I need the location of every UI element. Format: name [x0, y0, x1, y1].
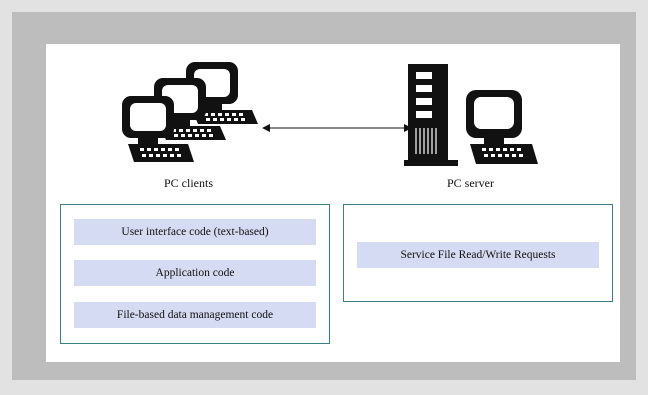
pc-server-label: PC server [447, 176, 494, 190]
bidirectional-arrow-icon [262, 124, 412, 132]
pc-server-icon [404, 64, 538, 166]
service-file-requests-box: Service File Read/Write Requests [357, 242, 599, 268]
application-code-box: Application code [74, 260, 316, 286]
pc-clients-label: PC clients [164, 176, 214, 190]
pc-clients-icon [122, 62, 258, 162]
user-interface-code-box: User interface code (text-based) [74, 219, 316, 245]
data-management-code-box: File-based data management code [74, 302, 316, 328]
